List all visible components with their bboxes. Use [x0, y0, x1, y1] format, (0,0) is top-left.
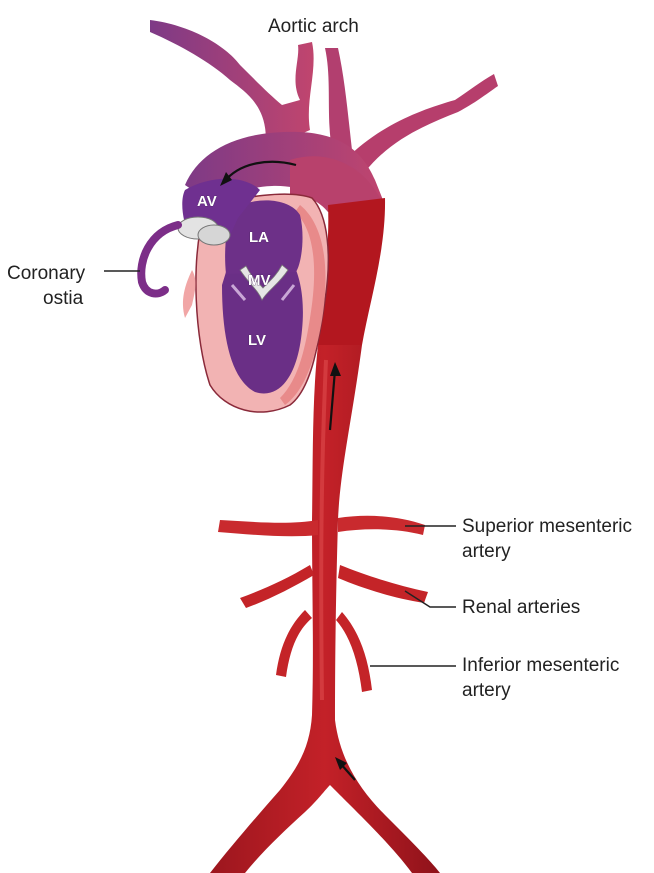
- la-label: LA: [249, 229, 269, 246]
- heart: [141, 179, 328, 412]
- aortic-arch-label: Aortic arch: [268, 16, 359, 37]
- inferior-mesenteric-label-line2: artery: [462, 680, 511, 701]
- abdominal-aorta: [210, 345, 440, 873]
- superior-mesenteric-label-line2: artery: [462, 541, 511, 562]
- inferior-mesenteric-label-line1: Inferior mesenteric: [462, 655, 619, 676]
- coronary-ostia-label-line2: ostia: [43, 288, 84, 309]
- lv-label: LV: [248, 332, 266, 349]
- mv-label: MV: [248, 272, 271, 289]
- coronary-ostia-label-line1: Coronary: [7, 263, 86, 284]
- renal-arteries-label: Renal arteries: [462, 597, 580, 618]
- av-label: AV: [197, 193, 217, 210]
- superior-mesenteric-label-line1: Superior mesenteric: [462, 516, 632, 537]
